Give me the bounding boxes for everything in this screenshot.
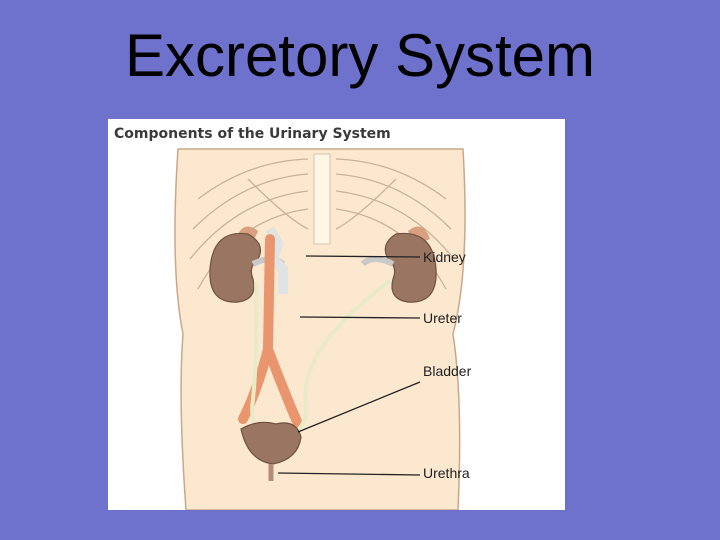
ureter-label: Ureter [423, 310, 462, 326]
urinary-system-figure: Components of the Urinary System Kidney … [108, 119, 565, 510]
aorta [238, 234, 303, 429]
spine [313, 153, 331, 245]
slide-title: Excretory System [124, 22, 596, 89]
ureter-leader-line [299, 316, 421, 319]
figure-heading: Components of the Urinary System [114, 126, 391, 142]
bladder-leader-line [297, 381, 421, 433]
urethra-leader-line [277, 472, 421, 476]
bladder [240, 421, 302, 465]
left-ureter [250, 280, 260, 435]
left-kidney [209, 232, 261, 303]
kidney-leader-line [305, 255, 421, 258]
right-ureter [291, 279, 392, 436]
kidney-label: Kidney [423, 249, 466, 265]
bladder-label: Bladder [423, 363, 472, 379]
urinary-diagram [174, 148, 466, 510]
urethra-label: Urethra [423, 465, 470, 481]
leader-lines [277, 255, 421, 476]
